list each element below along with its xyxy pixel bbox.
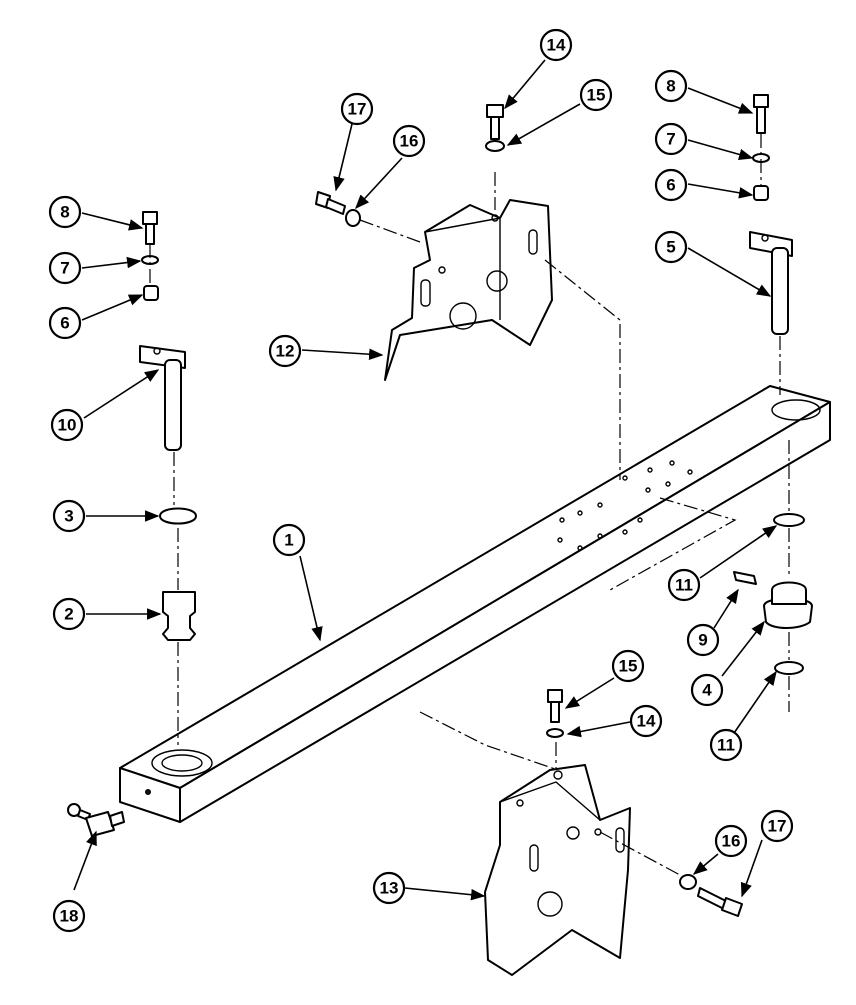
callout-14-bottom: 14: [629, 704, 663, 738]
leader-lines: [73, 59, 778, 901]
callout-16-bottom: 16: [714, 824, 748, 858]
drawbar-bolt-holes: [557, 460, 693, 551]
svg-text:14: 14: [637, 712, 656, 731]
svg-text:17: 17: [768, 817, 787, 836]
callout-1: 1: [272, 523, 306, 557]
callout-5: 5: [654, 230, 688, 264]
svg-text:3: 3: [64, 507, 73, 526]
callout-11-lower: 11: [709, 728, 743, 762]
svg-text:18: 18: [60, 907, 79, 926]
callout-8-left: 8: [48, 195, 82, 229]
svg-text:16: 16: [400, 132, 419, 151]
svg-text:6: 6: [666, 176, 675, 195]
callout-2: 2: [52, 597, 86, 631]
svg-text:10: 10: [58, 416, 77, 435]
svg-text:6: 6: [60, 314, 69, 333]
svg-text:8: 8: [666, 77, 675, 96]
callout-12: 12: [268, 334, 302, 368]
callout-16-top: 16: [392, 124, 426, 158]
callout-17-bottom: 17: [760, 809, 794, 843]
svg-text:16: 16: [722, 832, 741, 851]
callout-14-top: 14: [539, 28, 573, 62]
callout-10: 10: [50, 408, 84, 442]
callout-8-right: 8: [654, 69, 688, 103]
left-pin-stack: [139, 211, 197, 745]
svg-text:7: 7: [60, 259, 69, 278]
callout-7-right: 7: [654, 122, 688, 156]
callout-3: 3: [52, 499, 86, 533]
callout-4: 4: [690, 673, 724, 707]
svg-text:15: 15: [619, 657, 638, 676]
drawbar: [119, 385, 831, 823]
callout-18: 18: [52, 899, 86, 933]
upper-bracket: [359, 172, 621, 480]
callout-15-bottom: 15: [611, 649, 645, 683]
lower-bracket: [419, 711, 681, 976]
svg-text:8: 8: [60, 203, 69, 222]
bracket-fasteners: [315, 104, 743, 917]
svg-text:1: 1: [284, 531, 293, 550]
callout-15-top: 15: [579, 78, 613, 112]
callout-6-right: 6: [654, 168, 688, 202]
svg-text:17: 17: [348, 100, 367, 119]
svg-text:9: 9: [698, 631, 707, 650]
callout-9: 9: [686, 623, 720, 657]
callout-17-top: 17: [340, 92, 374, 126]
svg-text:5: 5: [666, 238, 675, 257]
svg-text:14: 14: [547, 36, 566, 55]
svg-text:11: 11: [717, 736, 735, 755]
svg-text:13: 13: [380, 879, 399, 898]
svg-text:15: 15: [587, 86, 606, 105]
callouts: 14 15 17 16 12 8 7 6 5 8 7 6 10 3 2 1 11…: [48, 28, 794, 933]
svg-text:12: 12: [276, 342, 295, 361]
svg-text:7: 7: [666, 130, 675, 149]
callout-7-left: 7: [48, 251, 82, 285]
callout-6-left: 6: [48, 306, 82, 340]
svg-text:11: 11: [675, 576, 693, 595]
callout-13: 13: [372, 871, 406, 905]
right-pin-stack: [733, 94, 813, 712]
switch-fitting: [67, 803, 125, 837]
svg-text:2: 2: [64, 605, 73, 624]
callout-11-upper: 11: [667, 568, 701, 602]
svg-text:4: 4: [702, 681, 712, 700]
